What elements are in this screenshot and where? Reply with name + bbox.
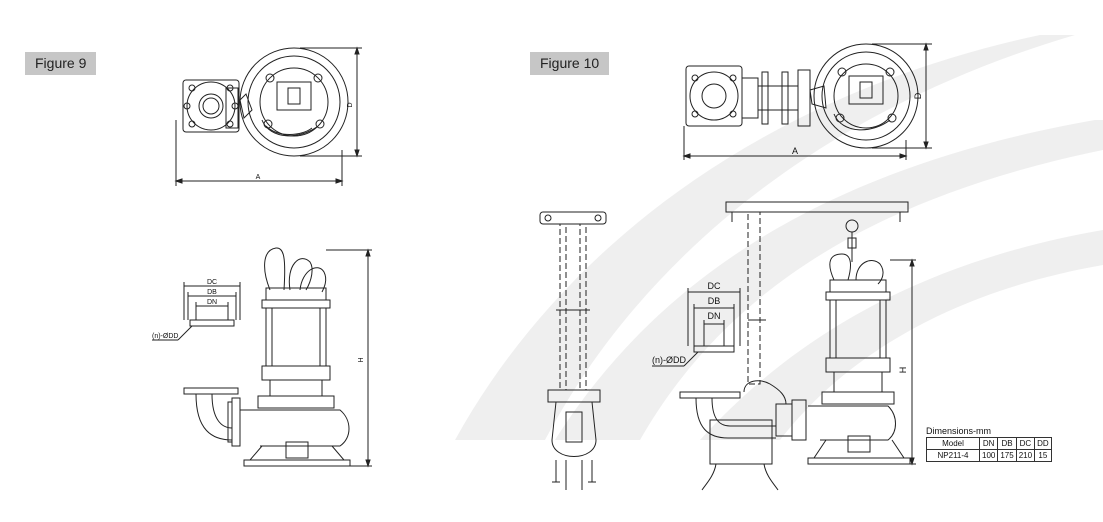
dimensions-table: Model DN DB DC DD NP211-4 100 175 210 15 [926,437,1052,462]
figure-9-label: Figure 9 [25,52,97,75]
dimension-text: A D H DC DB DN (n)-ØDD A D H DC DB DN (n… [152,92,923,373]
dimensions-caption: Dimensions-mm [926,426,992,436]
header-cell: DN [978,437,999,450]
fig9-dim-db-label: DB [207,289,217,296]
fig9-dim-a-label: A [256,174,261,181]
fig9-dim-dd-label: (n)-ØDD [152,333,178,340]
fig10-flange-detail [652,288,741,367]
header-cell: DB [997,437,1017,450]
fig10-rail-front-view [539,211,607,490]
fig9-dim-dc-label: DC [207,279,217,286]
header-cell: DD [1034,437,1052,450]
fig10-dim-d-label: D [913,92,923,99]
fig10-side-view [679,201,916,491]
background-swooshes [455,35,1103,440]
dimensions-data-row: NP211-4 100 175 210 15 [926,449,1052,462]
data-cell: 100 [978,449,999,462]
data-cell: 175 [997,449,1017,462]
fig10-dim-db-label: DB [708,296,721,306]
header-cell: Model [926,437,980,450]
fig10-dim-dd-label: (n)-ØDD [652,355,686,365]
fig10-dim-dc-label: DC [708,281,721,291]
fig9-dim-dn-label: DN [207,299,217,306]
dimensions-header-row: Model DN DB DC DD [926,437,1052,450]
fig10-top-view [682,42,932,160]
header-cell: DC [1015,437,1036,450]
fig9-dim-d-label: D [347,102,354,107]
fig9-dim-h-label: H [358,357,365,362]
fig9-top-view [174,46,362,186]
data-cell: 15 [1034,449,1052,462]
dimensions-table-block: Dimensions-mm Model DN DB DC DD NP211-4 … [926,426,1094,462]
fig10-dim-a-label: A [792,146,798,156]
fig9-side-view [183,247,372,468]
fig9-flange-detail [152,282,241,341]
fig10-dim-dn-label: DN [708,311,721,321]
data-cell: NP211-4 [926,449,980,462]
data-cell: 210 [1015,449,1036,462]
figure-10-label: Figure 10 [530,52,610,75]
fig10-dim-h-label: H [898,367,908,374]
